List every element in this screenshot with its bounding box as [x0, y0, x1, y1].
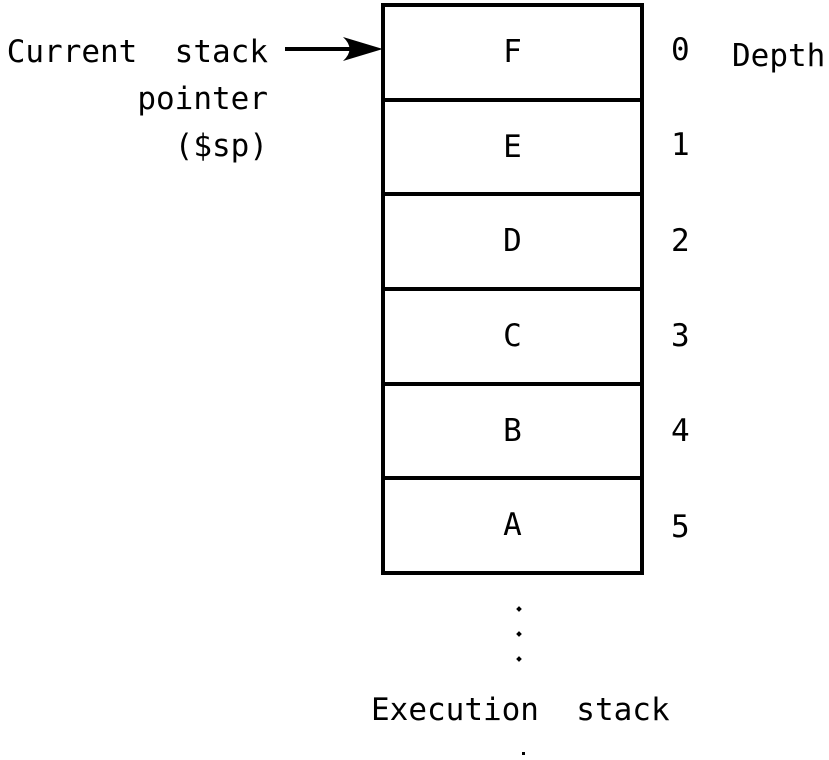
stack-cell-3: C	[385, 291, 640, 386]
depth-index-3: 3	[671, 289, 715, 384]
stack-cell-label: A	[503, 507, 522, 544]
stack-cell-2: D	[385, 196, 640, 292]
depth-index-value: 3	[671, 318, 690, 355]
depth-index-2: 2	[671, 194, 715, 289]
stack-pointer-label-line3: ($sp)	[174, 128, 268, 164]
stack-box: F E D C B A	[381, 3, 644, 575]
depth-header-label: Depth	[732, 38, 826, 74]
stack-cell-5: A	[385, 480, 640, 571]
depth-index-4: 4	[671, 384, 715, 479]
depth-index-column: 0 1 2 3 4 5	[671, 3, 715, 575]
stack-pointer-label-line1: Current stack	[6, 34, 268, 70]
depth-index-0: 0	[671, 3, 715, 98]
stack-cell-label: F	[503, 33, 522, 70]
depth-index-1: 1	[671, 98, 715, 193]
ellipsis-dot	[516, 606, 522, 612]
stack-pointer-label-line2: pointer	[137, 81, 268, 117]
stack-cell-label: D	[503, 223, 522, 260]
ellipsis-dot	[516, 656, 522, 662]
stack-cell-label: E	[503, 128, 522, 165]
stack-cell-1: E	[385, 102, 640, 197]
ellipsis-dot	[516, 631, 522, 637]
stack-cell-label: C	[503, 317, 522, 354]
diagram-caption: Execution stack	[371, 692, 670, 728]
stack-pointer-label: Current stack pointer ($sp)	[0, 29, 268, 170]
vertical-ellipsis-icon	[516, 606, 522, 662]
depth-index-value: 0	[671, 32, 690, 69]
depth-index-value: 4	[671, 413, 690, 450]
trailing-dot	[522, 752, 525, 755]
stack-pointer-arrow-icon	[285, 37, 383, 61]
stack-cell-label: B	[503, 412, 522, 449]
stack-cell-0: F	[385, 7, 640, 102]
depth-index-value: 5	[671, 508, 690, 545]
depth-index-5: 5	[671, 480, 715, 575]
stack-cell-4: B	[385, 386, 640, 481]
depth-index-value: 2	[671, 222, 690, 259]
depth-index-value: 1	[671, 127, 690, 164]
